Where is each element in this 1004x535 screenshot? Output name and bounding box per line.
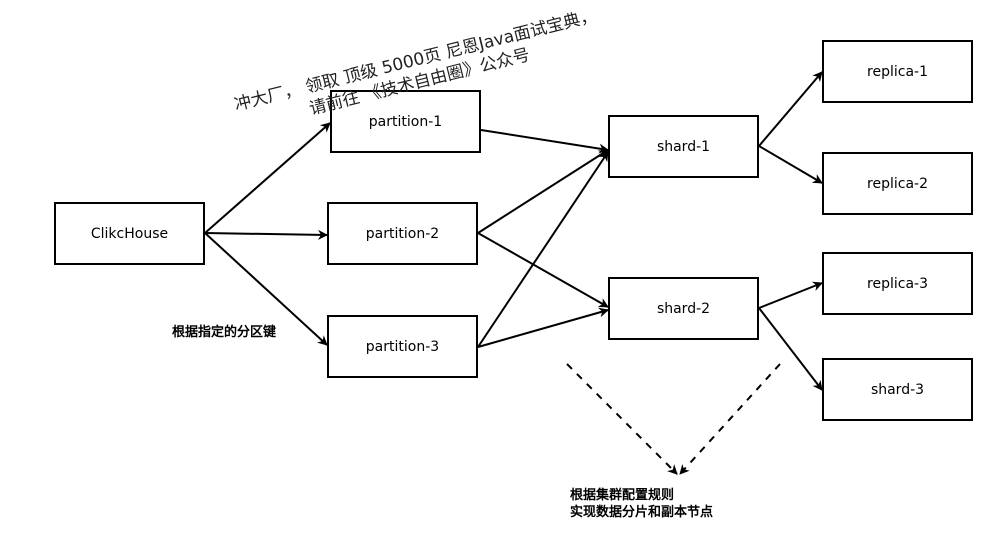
shard-2-node: shard-2 [608, 277, 759, 340]
clickhouse-node: ClikcHouse [54, 202, 205, 265]
partition-1-node: partition-1 [330, 90, 481, 153]
replica-2-node: replica-2 [822, 152, 973, 215]
replica-3-node: replica-3 [822, 252, 973, 315]
replica-1-node: replica-1 [822, 40, 973, 103]
edge-partition-3-to-shard-1 [477, 151, 609, 348]
edge-partition-2-to-shard-1 [477, 149, 609, 234]
partition-3-node: partition-3 [327, 315, 478, 378]
edge-clickhouse-to-partition-1 [204, 122, 331, 234]
cluster-rule-note: 根据集群配置规则 实现数据分片和副本节点 [570, 487, 713, 521]
edge-shard-1-to-replica-2 [758, 145, 823, 184]
edge-shard-2-to-replica-3 [758, 281, 823, 309]
edge-dashed-right-to-rule [679, 363, 781, 475]
partition-2-node: partition-2 [327, 202, 478, 265]
cluster-rule-line-2: 实现数据分片和副本节点 [570, 505, 714, 520]
partition-key-note: 根据指定的分区键 [172, 325, 277, 340]
edge-clickhouse-to-partition-3 [204, 232, 328, 346]
shard-3-node: shard-3 [822, 358, 973, 421]
edge-clickhouse-to-partition-2 [204, 229, 328, 240]
edge-shard-2-to-shard-3 [758, 307, 823, 391]
edge-shard-1-to-replica-1 [758, 71, 823, 147]
cluster-rule-line-1: 根据集群配置规则 [570, 488, 675, 503]
edge-partition-1-to-shard-1 [480, 129, 609, 154]
shard-1-node: shard-1 [608, 115, 759, 178]
edge-partition-2-to-shard-2 [477, 232, 609, 308]
edge-dashed-left-to-rule [566, 363, 678, 475]
edge-partition-3-to-shard-2 [477, 307, 609, 348]
